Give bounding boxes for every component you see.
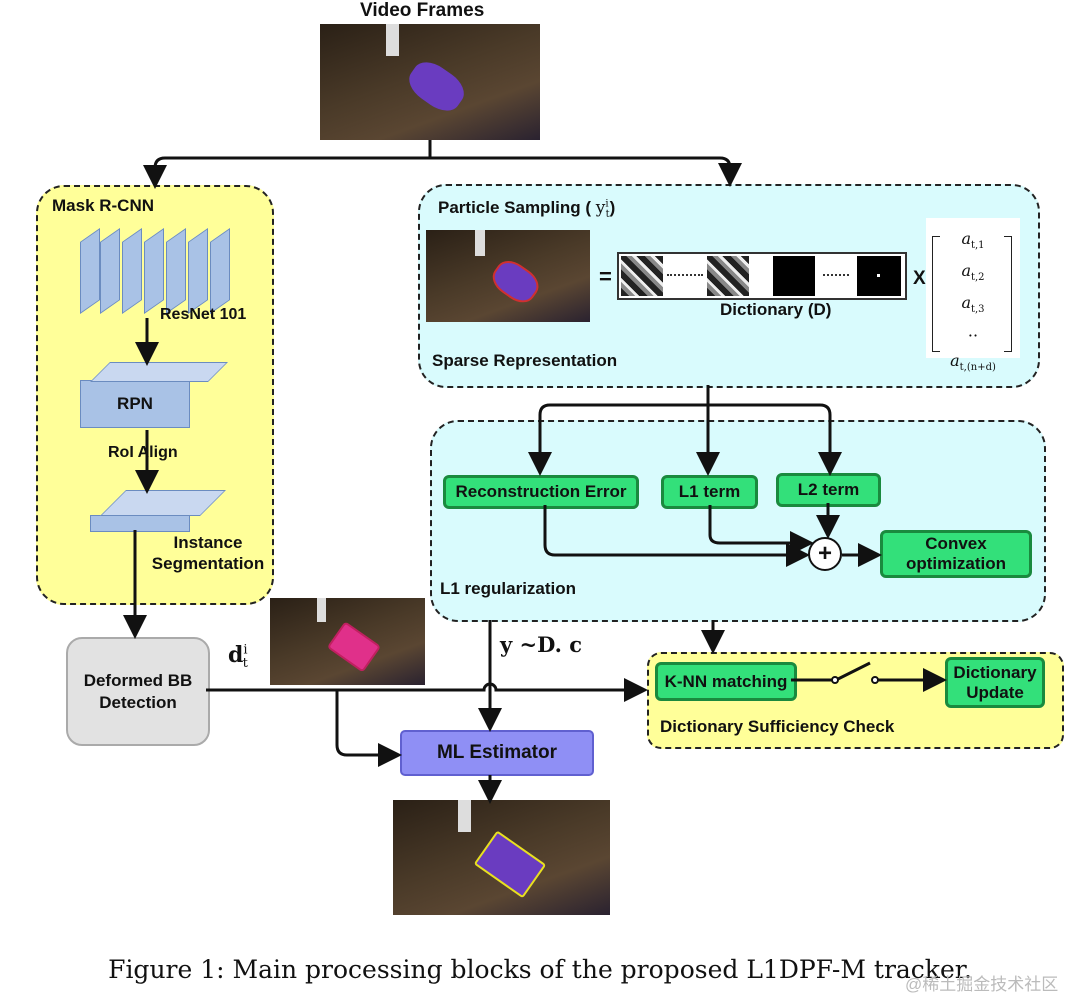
coefficient-vector: at,1 at,2 at,3 ·· at,(n+d) [926,218,1020,373]
dictionary-strip [617,252,907,300]
l1-regularization-label: L1 regularization [440,579,577,598]
dictionary-update-block: Dictionary Update [945,657,1045,708]
detection-symbol: dit [228,642,248,672]
detection-image [270,598,425,685]
convex-optimization-block: Convex optimization [880,530,1032,578]
dictionary-label: Dictionary (D) [720,300,832,319]
particle-sampling-title: Particle Sampling ( yit) [438,198,616,221]
video-frame-image [320,24,540,140]
equals-sign: = [599,264,612,289]
reconstruction-error-block: Reconstruction Error [443,475,639,509]
resnet-label: ResNet 101 [160,306,247,323]
roi-align-label: RoI Align [108,444,178,461]
relation-label: y ~D. c [500,632,582,657]
times-sign: X [913,268,926,289]
mask-rcnn-title: Mask R-CNN [52,196,155,215]
sparse-representation-label: Sparse Representation [432,351,618,370]
rpn-block: RPN [80,380,190,428]
output-image [393,800,610,915]
rpn-label: RPN [117,394,153,413]
particle-image [426,230,590,322]
video-frames-title: Video Frames [360,0,485,21]
instance-seg-label: Instance Segmentation [151,533,265,573]
figure-caption: Figure 1: Main processing blocks of the … [108,955,972,984]
deformed-bb-detection: Deformed BB Detection [66,637,210,746]
dictionary-check-label: Dictionary Sufficiency Check [660,717,895,736]
watermark: @稀土掘金技术社区 [905,975,1059,994]
